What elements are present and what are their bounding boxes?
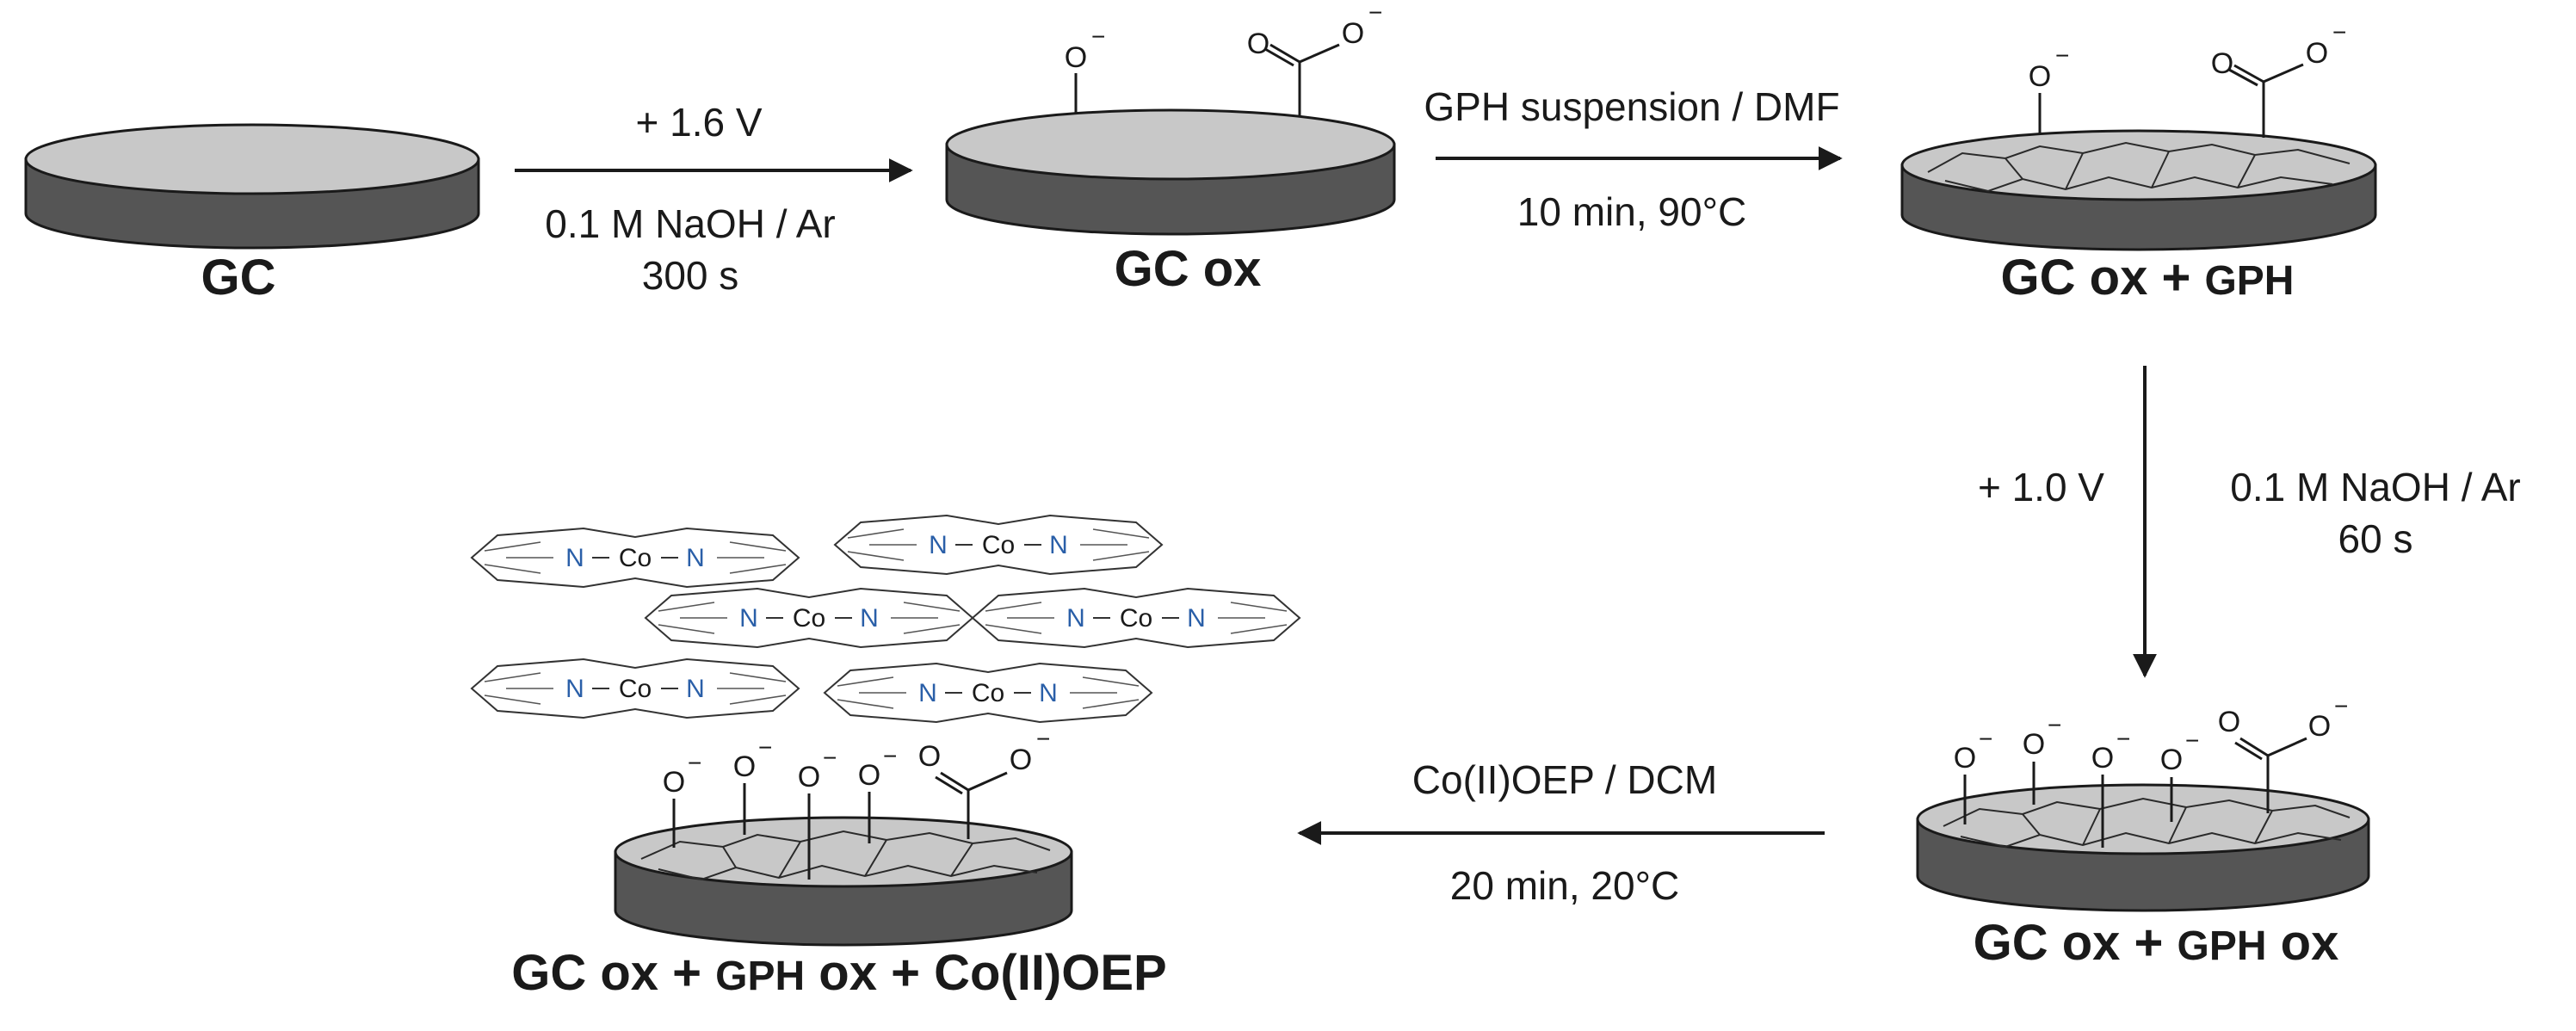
oxide-charge: − (2116, 725, 2130, 752)
nitrogen-atom: N (686, 544, 705, 572)
gc-ox-label: GC ox (1115, 241, 1262, 297)
porphyrin-molecule: N N Co (971, 587, 1301, 649)
nitrogen-atom: N (565, 544, 584, 572)
oxide-charge: − (2055, 42, 2069, 69)
final-label-c: ox + Co(II)OEP (805, 945, 1167, 1001)
oxide-oxygen: O (2029, 60, 2051, 93)
step1-time: 300 s (642, 253, 739, 298)
nitrogen-atom: N (739, 604, 758, 633)
porphyrin-molecule: N N Co (644, 587, 974, 649)
cobalt-atom: Co (1120, 604, 1152, 633)
porphyrin-molecule: N N Co (470, 527, 800, 589)
gc-ox-gph-label: GC ox + GPH (2001, 250, 2295, 306)
nitrogen-atom: N (918, 679, 937, 707)
oxide-oxygen: O (1065, 41, 1087, 74)
nitrogen-atom: N (1049, 531, 1068, 559)
porphyrin-molecule: N N Co (823, 662, 1153, 724)
nitrogen-atom: N (1187, 604, 1206, 633)
carboxyl-charge: − (1368, 0, 1382, 26)
gc-ox-gph-ox-label-c: ox (2267, 915, 2339, 971)
oxide-oxygen: O (2091, 742, 2114, 775)
carboxyl-charge: − (2334, 693, 2348, 719)
nitrogen-atom: N (929, 531, 948, 559)
oxide-oxygen: O (733, 750, 756, 783)
step4-conditions: 20 min, 20°C (1450, 863, 1679, 908)
gc-ox-electrode (945, 43, 1396, 236)
gc-electrode (24, 123, 480, 250)
oxide-charge: − (1091, 23, 1105, 50)
gc-ox-gph-ox-electrode (1916, 737, 2370, 912)
carboxyl-charge: − (1036, 725, 1050, 752)
carboxyl-oxygen: O (1010, 744, 1032, 776)
oxide-oxygen: O (798, 761, 820, 793)
step3-electrolyte: 0.1 M NaOH / Ar (2230, 465, 2520, 509)
oxide-charge: − (2185, 727, 2199, 754)
step3-potential: + 1.0 V (1978, 465, 2104, 509)
oxide-charge: − (883, 743, 897, 769)
nitrogen-atom: N (565, 675, 584, 703)
final-label-a: GC ox + (511, 945, 715, 1001)
gc-label: GC (201, 250, 276, 306)
cobalt-atom: Co (619, 675, 652, 703)
cobalt-atom: Co (619, 544, 652, 572)
oxide-oxygen: O (663, 766, 685, 799)
step1-potential: + 1.6 V (635, 100, 762, 145)
carboxyl-oxygen: O (2308, 710, 2331, 743)
porphyrin-molecule: N N Co (833, 514, 1164, 576)
oxide-oxygen: O (2160, 744, 2183, 776)
step3-time: 60 s (2338, 516, 2413, 561)
oxide-charge: − (1979, 725, 1992, 752)
gc-ox-gph-ox-label: GC ox + GPH ox (1974, 915, 2339, 971)
carboxyl-oxygen: O (1247, 28, 1269, 60)
carboxyl-oxygen: O (2306, 37, 2328, 70)
oxide-charge: − (2048, 712, 2061, 738)
carboxyl-oxygen: O (2218, 706, 2240, 738)
nitrogen-atom: N (1039, 679, 1058, 707)
carboxyl-charge: − (2332, 19, 2346, 46)
nitrogen-atom: N (1066, 604, 1085, 633)
step2-reagent: GPH suspension / DMF (1424, 84, 1839, 129)
cobalt-atom: Co (793, 604, 825, 633)
carboxyl-oxygen: O (1342, 17, 1364, 50)
nitrogen-atom: N (860, 604, 879, 633)
gc-ox-gph-ox-label-b: GPH (2178, 923, 2267, 969)
oxide-oxygen: O (2023, 728, 2045, 761)
step4-reagent: Co(II)OEP / DCM (1412, 757, 1717, 802)
oxide-charge: − (688, 750, 701, 776)
final-label: GC ox + GPH ox + Co(II)OEP (511, 945, 1166, 1001)
final-label-b: GPH (715, 954, 805, 999)
oxide-oxygen: O (858, 759, 880, 792)
step1-electrolyte: 0.1 M NaOH / Ar (545, 201, 835, 246)
nitrogen-atom: N (686, 675, 705, 703)
cobalt-atom: Co (982, 531, 1015, 559)
step2-conditions: 10 min, 90°C (1517, 189, 1746, 234)
cobalt-atom: Co (972, 679, 1004, 707)
oxide-oxygen: O (1954, 742, 1976, 775)
gc-ox-gph-ox-label-a: GC ox + (1974, 915, 2178, 971)
gc-ox-gph-label-a: GC ox + (2001, 250, 2205, 306)
final-electrode (614, 771, 1073, 947)
gc-ox-gph-label-b: GPH (2204, 258, 2294, 304)
porphyrin-molecule: N N Co (470, 657, 800, 719)
carboxyl-oxygen: O (2211, 47, 2233, 80)
oxide-charge: − (823, 744, 837, 771)
carboxyl-oxygen: O (918, 740, 941, 773)
oxide-charge: − (758, 734, 772, 761)
gc-ox-gph-electrode (1900, 63, 2377, 251)
